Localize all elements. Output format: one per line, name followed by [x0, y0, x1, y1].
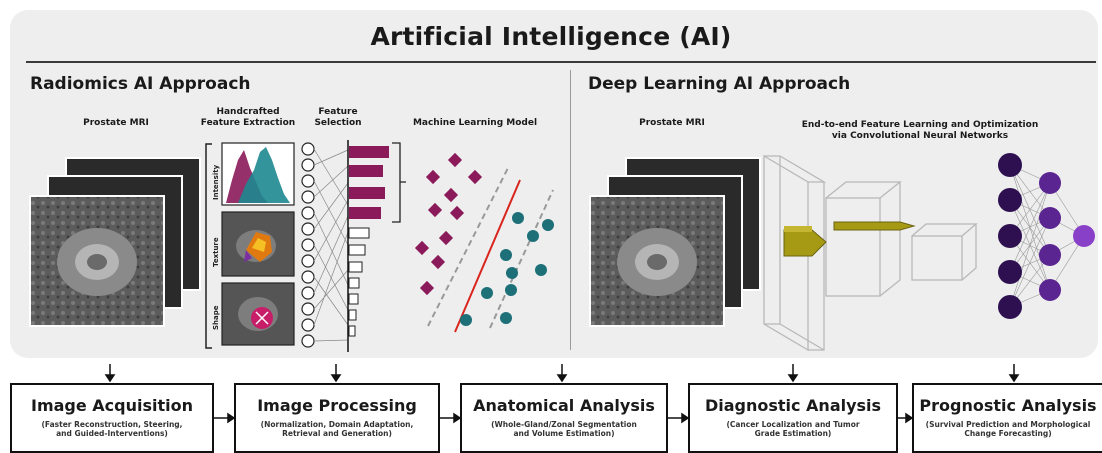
dense-connections: [1009, 164, 1085, 308]
stage-arrows: [104, 364, 1020, 383]
ml-model-label: Machine Learning Model: [412, 118, 538, 128]
deep-learning-mri-label: Prostate MRI: [639, 118, 705, 128]
dense-layer-1: [998, 153, 1022, 319]
deep-learning-heading: Deep Learning AI Approach: [588, 74, 851, 94]
feature-nodes: [301, 142, 315, 348]
stage-title: Image Processing: [257, 396, 417, 415]
texture-map: [221, 211, 295, 277]
stage-subtitle: (Survival Prediction and Morphological C…: [925, 420, 1091, 438]
stage-subtitle: (Cancer Localization and Tumor Grade Est…: [726, 420, 860, 438]
stage-diagnostic-analysis: Diagnostic Analysis (Cancer Localization…: [688, 383, 898, 453]
radiomics-mri-stack: [29, 157, 201, 327]
cnn-volumes: [763, 154, 978, 352]
ml-class-a-points: [414, 152, 483, 296]
selection-lines: [313, 148, 349, 342]
section-divider: [570, 70, 571, 350]
cnn-label: End-to-end Feature Learning and Optimiza…: [801, 120, 1039, 141]
selected-feature-bars: [349, 146, 389, 219]
stage-subtitle: (Normalization, Domain Adaptation, Retri…: [260, 420, 414, 438]
stage-anatomical-analysis: Anatomical Analysis (Whole-Gland/Zonal S…: [460, 383, 668, 453]
ml-class-b-points: [460, 212, 554, 326]
shape-map: [221, 282, 295, 346]
stage-connectors: [214, 412, 914, 424]
feature-extraction-label: Handcrafted Feature Extraction: [200, 107, 296, 128]
ml-decision-boundary: [427, 167, 554, 333]
unselected-feature-bars: [348, 227, 370, 337]
stage-image-acquisition: Image Acquisition (Faster Reconstruction…: [10, 383, 214, 453]
stage-title: Image Acquisition: [30, 396, 193, 415]
output-node: [1073, 225, 1095, 247]
stage-prognostic-analysis: Prognostic Analysis (Survival Prediction…: [912, 383, 1102, 453]
page-title: Artificial Intelligence (AI): [370, 22, 732, 51]
stage-title: Anatomical Analysis: [473, 396, 655, 415]
radiomics-mri-label: Prostate MRI: [83, 118, 149, 128]
stage-title: Diagnostic Analysis: [704, 396, 882, 415]
cnn-kernels: [783, 221, 916, 257]
deep-learning-mri-stack: [589, 157, 761, 327]
stage-subtitle: (Whole-Gland/Zonal Segmentation and Volu…: [491, 420, 637, 438]
intensity-histogram: [221, 142, 295, 206]
title-divider: [26, 61, 1096, 63]
stage-subtitle: (Faster Reconstruction, Steering, and Gu…: [41, 420, 183, 438]
stage-title: Prognostic Analysis: [919, 396, 1097, 415]
stage-image-processing: Image Processing (Normalization, Domain …: [234, 383, 440, 453]
dense-layer-2: [1039, 172, 1061, 301]
feature-selection-label: Feature Selection: [314, 107, 362, 128]
radiomics-heading: Radiomics AI Approach: [30, 74, 251, 94]
